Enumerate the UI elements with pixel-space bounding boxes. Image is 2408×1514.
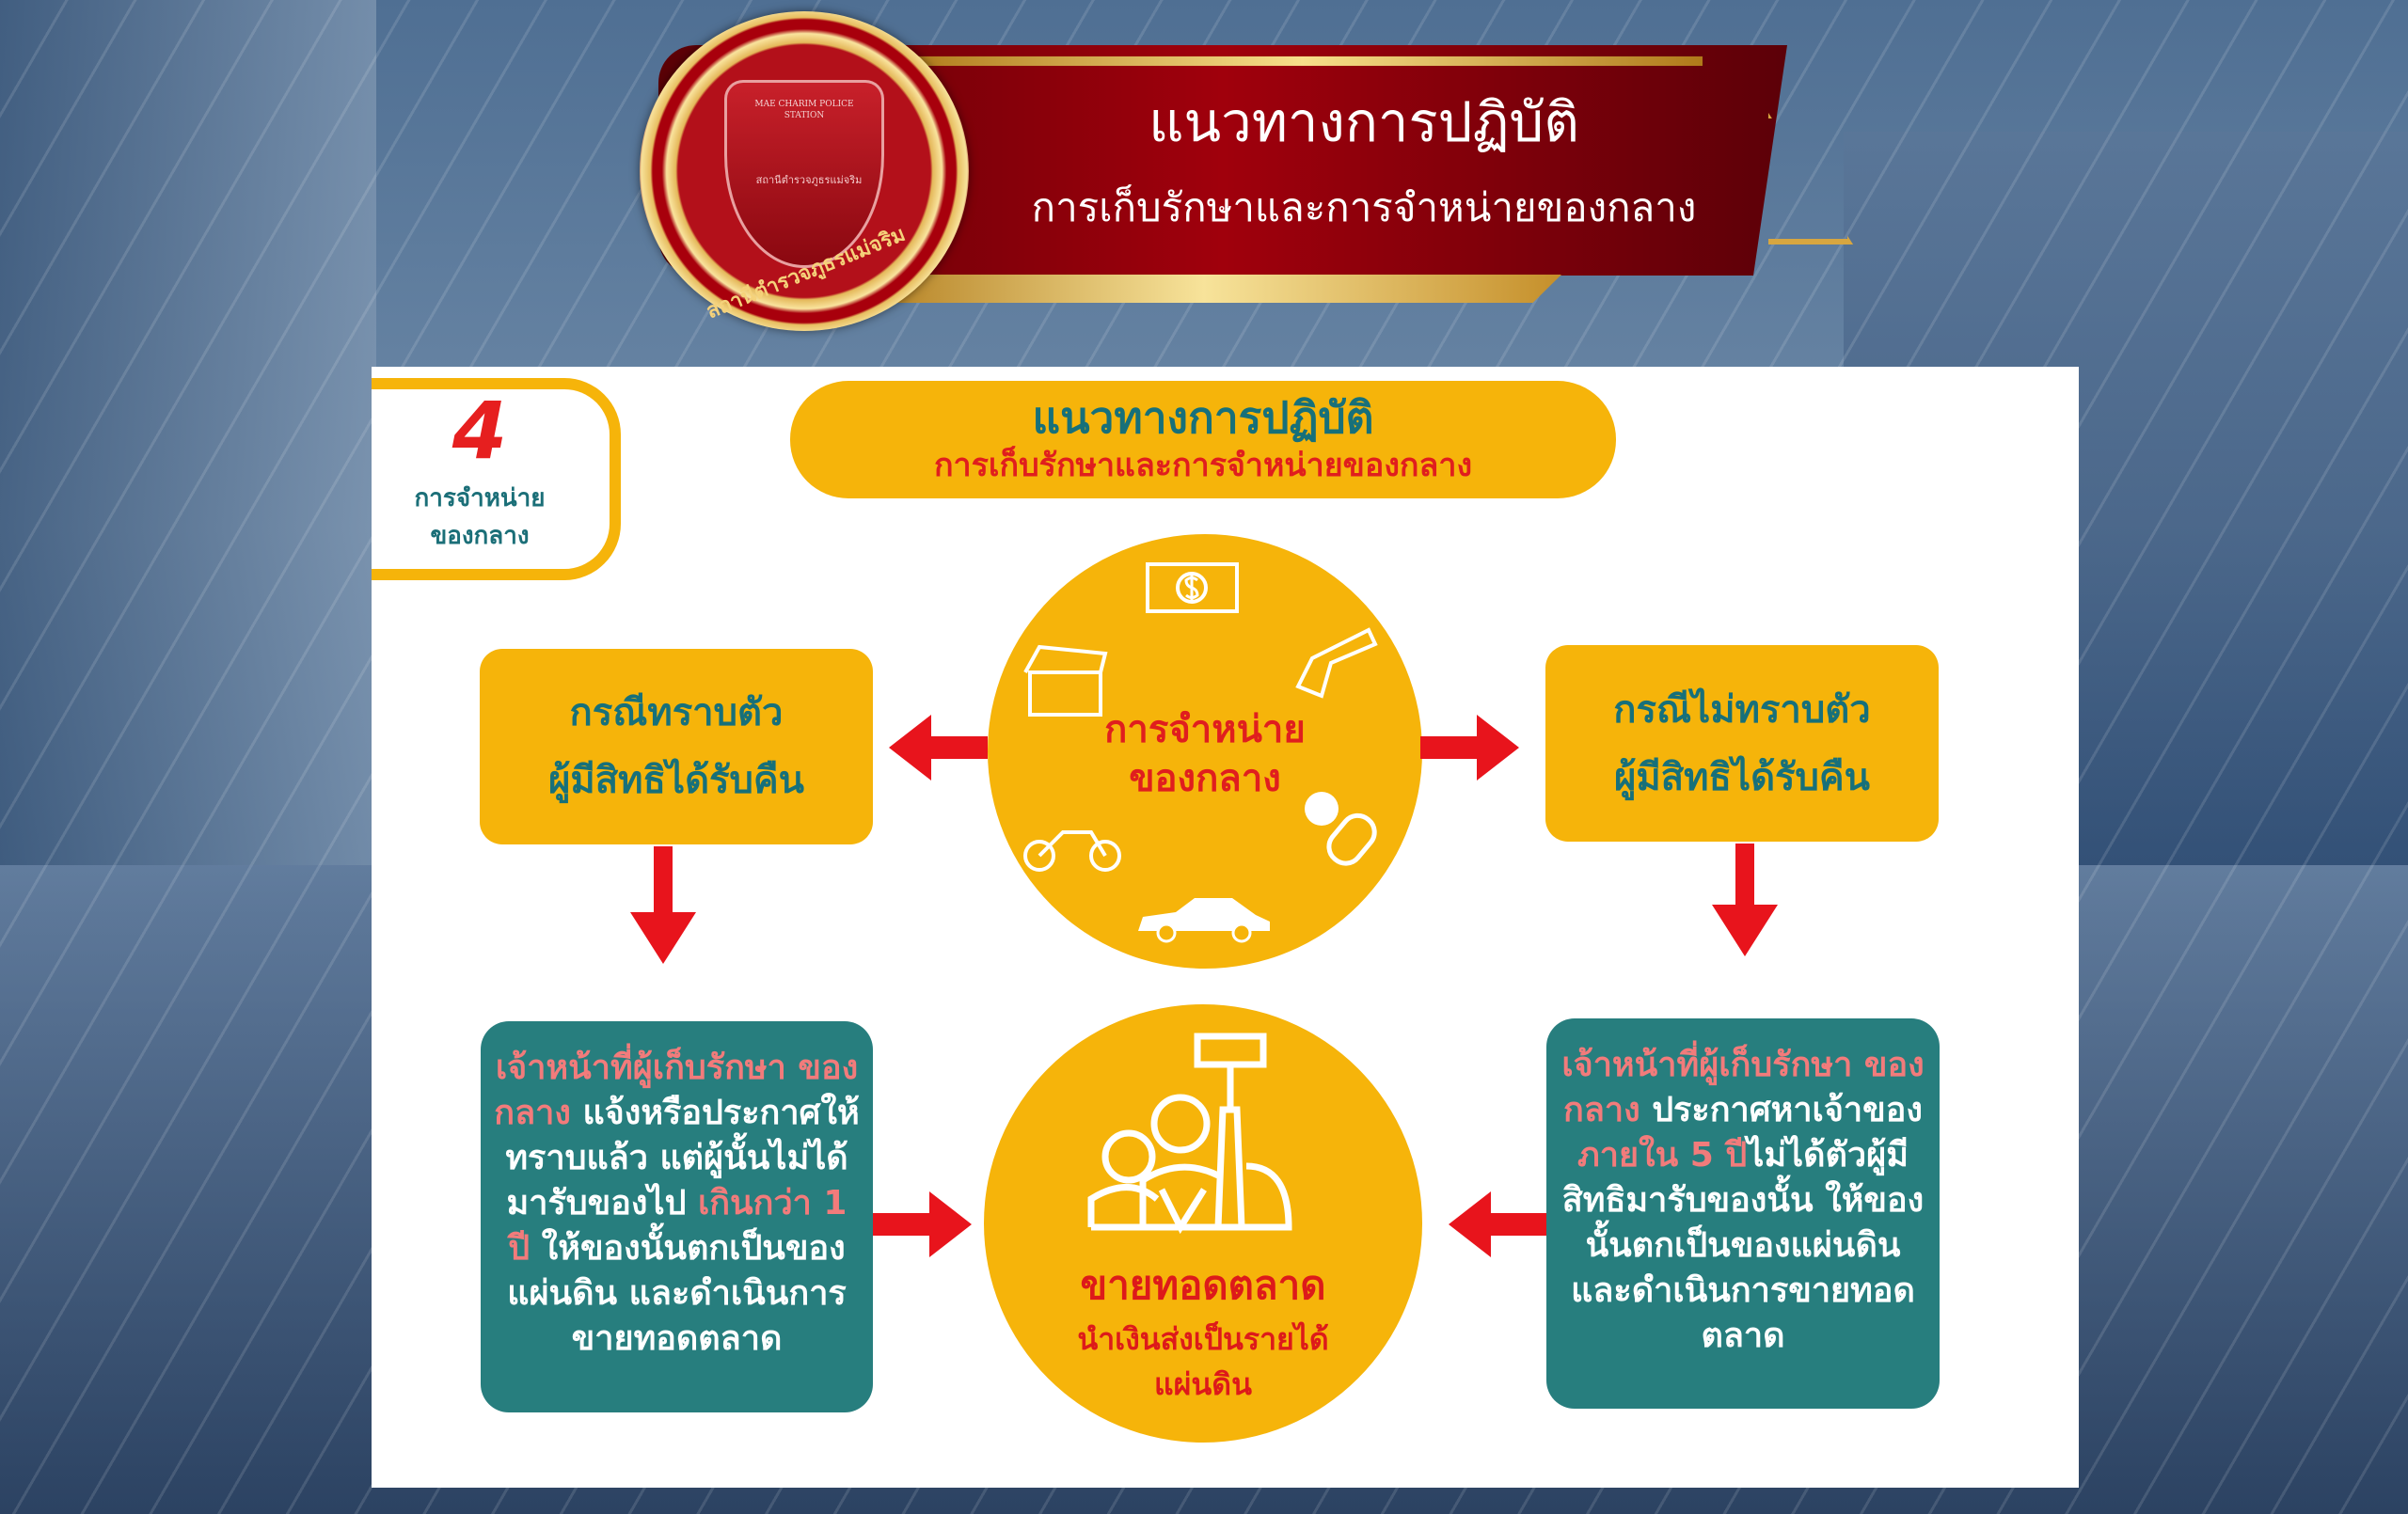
header-title: แนวทางการปฏิบัติ xyxy=(1149,90,1579,154)
logo-text-en: MAE CHARIM POLICE STATION xyxy=(754,100,854,120)
motorcycle-icon xyxy=(1023,830,1121,872)
money-icon xyxy=(1146,562,1239,613)
detail-highlight-period: ภายใน 5 ปี xyxy=(1577,1136,1748,1175)
pills-icon xyxy=(1305,792,1377,866)
detail-text: แจ้งหรือประกาศให้ทราบแล้ว แต่ผู้นั้นไม่ไ… xyxy=(505,1094,860,1222)
unknown-owner-detail-box: เจ้าหน้าที่ผู้เก็บรักษา ของกลาง ประกาศหา… xyxy=(1546,1018,1940,1409)
detail-text-end: ไม่ได้ตัวผู้มีสิทธิมารับของนั้น ให้ของนั… xyxy=(1561,1136,1925,1355)
disposal-circle-label: การจำหน่าย ของกลาง xyxy=(988,705,1422,803)
unknown-owner-case-box: กรณีไม่ทราบตัว ผู้มีสิทธิได้รับคืน xyxy=(1545,645,1939,842)
arrow-to-result-left-icon xyxy=(873,1191,972,1257)
detail-text: ประกาศหาเจ้าของ xyxy=(1640,1091,1923,1129)
title-pill: แนวทางการปฏิบัติ การเก็บรักษาและการจำหน่… xyxy=(790,381,1616,498)
pill-title: แนวทางการปฏิบัติ xyxy=(1032,392,1374,443)
detail-text-end: ให้ของนั้นตกเป็นของแผ่นดิน และดำเนินการข… xyxy=(507,1229,847,1358)
detail-highlight-period: เกินกว่า 1 ปี xyxy=(508,1184,848,1268)
gold-line-top xyxy=(903,56,1703,66)
gun-icon xyxy=(1295,627,1378,699)
detail-highlight: เจ้าหน้าที่ผู้เก็บรักษา ของกลาง xyxy=(494,1049,859,1132)
known-owner-line-1: กรณีทราบตัว xyxy=(569,691,784,734)
logo-text-th-small: สถานีตำรวจภูธรแม่จริม xyxy=(755,174,863,186)
known-owner-line-2: ผู้มีสิทธิได้รับคืน xyxy=(547,759,805,802)
treasure-chest-icon xyxy=(1023,644,1108,717)
known-owner-case-box: กรณีทราบตัว ผู้มีสิทธิได้รับคืน xyxy=(480,649,873,844)
auction-title: ขายทอดตลาด xyxy=(1080,1262,1326,1308)
known-owner-detail-box: เจ้าหน้าที่ผู้เก็บรักษา ของกลาง แจ้งหรือ… xyxy=(481,1021,873,1412)
header-subtitle: การเก็บรักษาและการจำหน่ายของกลาง xyxy=(1031,184,1697,230)
shield-icon xyxy=(724,80,884,268)
auction-line-2: แผ่นดิน xyxy=(1154,1366,1252,1402)
auction-line-1: นำเงินส่งเป็นรายได้ xyxy=(1077,1321,1329,1357)
badge-number: 4 xyxy=(452,385,508,477)
pill-subtitle: การเก็บรักษาและการจำหน่ายของกลาง xyxy=(933,447,1473,484)
badge-label-2: ของกลาง xyxy=(430,522,530,550)
unknown-owner-line-2: ผู้มีสิทธิได้รับคืน xyxy=(1613,755,1871,799)
disposal-line-2: ของกลาง xyxy=(1129,757,1281,800)
disposal-line-1: การจำหน่าย xyxy=(1104,708,1306,751)
arrow-to-result-right-icon xyxy=(1449,1191,1547,1257)
arrow-right-icon xyxy=(1420,715,1519,781)
disposal-circle xyxy=(988,534,1422,969)
gold-bar-bottom xyxy=(847,275,1561,303)
auction-circle xyxy=(984,1004,1422,1443)
background-shelves-left xyxy=(0,0,376,865)
auction-subtitle: นำเงินส่งเป็นรายได้ แผ่นดิน xyxy=(984,1317,1422,1407)
badge-label-1: การจำหน่าย xyxy=(414,484,546,513)
auction-people-icon xyxy=(1087,1033,1292,1235)
arrow-left-icon xyxy=(889,715,988,781)
unknown-owner-line-1: กรณีไม่ทราบตัว xyxy=(1613,687,1871,732)
detail-highlight: เจ้าหน้าที่ผู้เก็บรักษา ของกลาง xyxy=(1561,1046,1925,1129)
car-icon xyxy=(1138,898,1270,943)
arrow-down-left-icon xyxy=(630,846,696,964)
section-badge xyxy=(372,378,621,580)
arrow-down-right-icon xyxy=(1712,844,1778,956)
